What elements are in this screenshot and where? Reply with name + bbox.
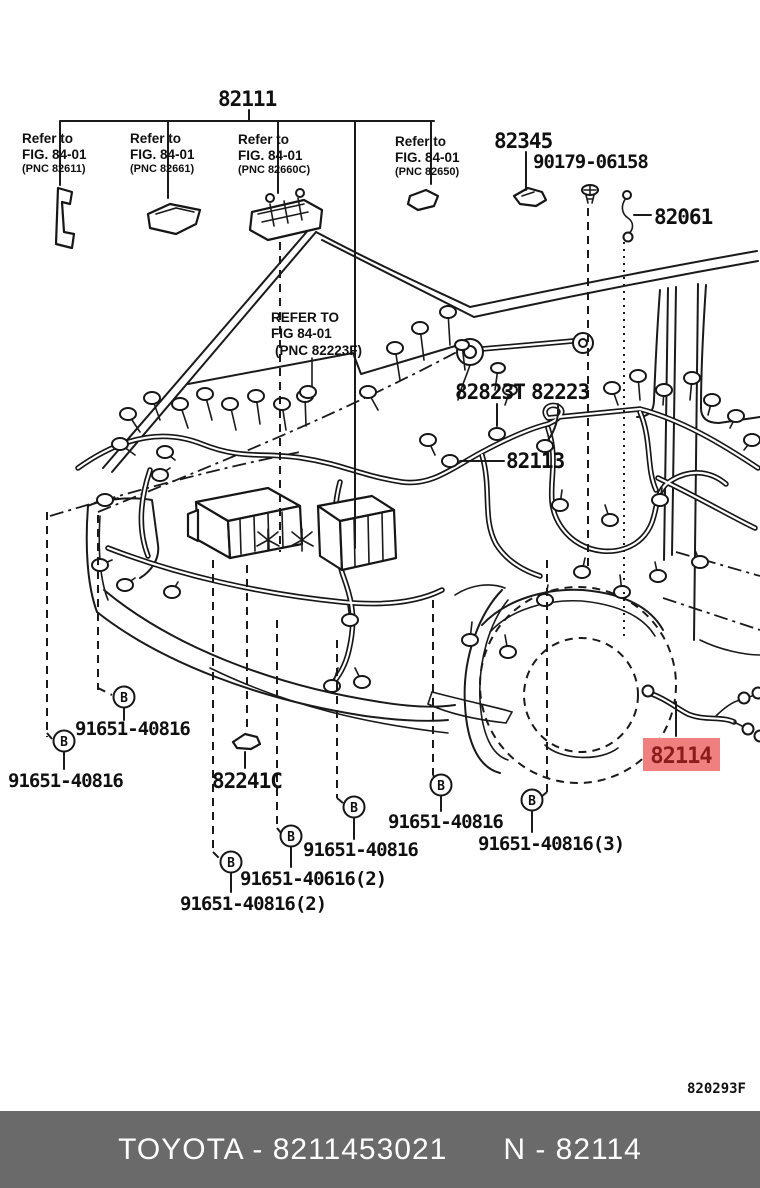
- label-82345: 82345: [494, 129, 553, 153]
- svg-text:B: B: [120, 691, 128, 706]
- svg-text:Refer to: Refer to: [130, 131, 181, 146]
- label-fastener: 91651-40816(3): [478, 833, 624, 855]
- harness-connectors: [91, 305, 760, 693]
- refer-note-82611: Refer to FIG. 84-01 (PNC 82611): [22, 131, 87, 175]
- vehicle-outline: [49, 227, 760, 784]
- relay-box: [186, 486, 314, 560]
- svg-text:FIG. 84-01: FIG. 84-01: [130, 147, 195, 162]
- footer-part-number-short: N - 82114: [503, 1132, 642, 1166]
- clip-part-82611: [54, 186, 76, 250]
- svg-text:(PNC 82611): (PNC 82611): [22, 163, 86, 175]
- bolt-marker-b: B: [279, 824, 303, 868]
- svg-text:FIG 84-01: FIG 84-01: [271, 326, 332, 341]
- highlighted-part-82114[interactable]: 82114: [643, 738, 720, 771]
- junction-box: [316, 494, 398, 572]
- label-fastener: 91651-40816(2): [180, 893, 326, 915]
- svg-text:(PNC 82660C): (PNC 82660C): [238, 164, 310, 176]
- label-fastener: 91651-40616(2): [240, 868, 386, 890]
- svg-text:B: B: [60, 735, 68, 750]
- svg-text:FIG. 84-01: FIG. 84-01: [395, 150, 460, 165]
- svg-text:B: B: [437, 779, 445, 794]
- label-fastener: 91651-40816: [388, 811, 503, 833]
- label-82111: 82111: [218, 87, 277, 111]
- svg-text:B: B: [350, 801, 358, 816]
- label-82241c: 82241C: [212, 769, 282, 793]
- label-fastener: 91651-40816: [8, 770, 123, 792]
- label-82823t: 82823T: [455, 380, 525, 404]
- bolt-markers: B B B B B B B: [52, 685, 544, 893]
- svg-text:(PNC 82650): (PNC 82650): [395, 166, 460, 178]
- refer-note-82661: Refer to FIG. 84-01 (PNC 82661): [130, 131, 195, 175]
- connector-part-82660c: [248, 188, 324, 242]
- wire-part-82114: [641, 684, 760, 743]
- clamp-part-82345: [512, 186, 548, 208]
- refer-note-82650: Refer to FIG. 84-01 (PNC 82650): [395, 134, 460, 178]
- label-82061: 82061: [654, 205, 713, 229]
- label-82223: 82223: [531, 380, 590, 404]
- bolt-marker-b: B: [520, 788, 544, 833]
- label-90179-06158: 90179-06158: [533, 151, 648, 173]
- label-82113: 82113: [506, 449, 565, 473]
- bolt-marker-b: B: [429, 773, 453, 812]
- svg-text:B: B: [227, 856, 235, 871]
- leader-lines: [46, 109, 677, 859]
- svg-text:(PNC 82661): (PNC 82661): [130, 163, 195, 175]
- svg-text:Refer to: Refer to: [22, 131, 73, 146]
- clip-part-82650: [406, 188, 440, 212]
- wire-part-82061: [621, 190, 634, 243]
- bolt-marker-b: B: [52, 729, 76, 770]
- svg-text:FIG. 84-01: FIG. 84-01: [238, 148, 303, 163]
- part-number-footer-bar: TOYOTA - 8211453021 N - 82114: [0, 1111, 760, 1188]
- svg-text:B: B: [528, 794, 536, 809]
- screw-part-90179: [581, 184, 599, 204]
- clip-part-82661: [146, 202, 202, 236]
- svg-text:Refer to: Refer to: [395, 134, 446, 149]
- label-fastener: 91651-40816: [75, 718, 190, 740]
- svg-text:FIG. 84-01: FIG. 84-01: [22, 147, 87, 162]
- clamp-part-82241c: [231, 732, 262, 751]
- refer-note-82660c: Refer to FIG. 84-01 (PNC 82660C): [238, 132, 310, 176]
- label-fastener: 91651-40816: [303, 839, 418, 861]
- bolt-marker-b: B: [219, 850, 243, 893]
- figure-code: 820293F: [687, 1081, 746, 1097]
- svg-text:(PNC 82223F): (PNC 82223F): [275, 343, 362, 358]
- svg-text:B: B: [287, 830, 295, 845]
- svg-text:Refer to: Refer to: [238, 132, 289, 147]
- footer-part-number-full: TOYOTA - 8211453021: [118, 1132, 448, 1166]
- bolt-marker-b: B: [342, 795, 366, 840]
- bolt-marker-b: B: [112, 685, 136, 721]
- svg-text:82114: 82114: [650, 744, 712, 769]
- refer-note-82223f: REFER TO FIG 84-01 (PNC 82223F): [271, 310, 362, 358]
- svg-text:REFER TO: REFER TO: [271, 310, 339, 325]
